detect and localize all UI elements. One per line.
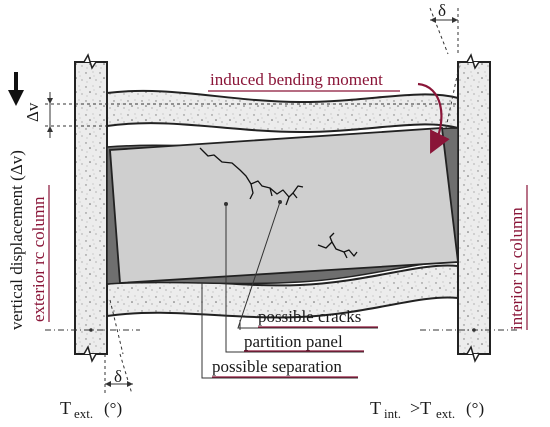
crack-upper bbox=[199, 147, 298, 199]
t-int-label: T int. >T ext. (°) bbox=[370, 398, 484, 421]
exterior-column bbox=[74, 53, 108, 363]
partition-panel-label: partition panel bbox=[244, 332, 343, 351]
partition-panel bbox=[109, 127, 460, 284]
possible-separation-label: possible separation bbox=[212, 357, 342, 376]
delta-top-dimension bbox=[429, 7, 461, 129]
delta-bottom-dimension bbox=[104, 299, 133, 395]
induced-bending-moment-label: induced bending moment bbox=[210, 70, 383, 89]
svg-text:T: T bbox=[370, 398, 381, 418]
interior-column-label: interior rc column bbox=[507, 207, 526, 330]
svg-text:ext.: ext. bbox=[436, 406, 455, 421]
interior-column bbox=[457, 53, 491, 363]
delta-top-label: δ bbox=[438, 1, 446, 20]
svg-text:int.: int. bbox=[384, 406, 401, 421]
possible-cracks-label: possible cracks bbox=[258, 307, 361, 326]
bending-moment-arrow bbox=[417, 82, 450, 154]
bottom-beam bbox=[106, 264, 459, 319]
svg-text:(°): (°) bbox=[104, 399, 122, 418]
exterior-column-label: exterior rc column bbox=[29, 196, 48, 322]
vertical-displacement-label: vertical displacement (Δv) bbox=[7, 150, 26, 330]
svg-text:ext.: ext. bbox=[74, 406, 93, 421]
svg-text:T: T bbox=[60, 398, 71, 418]
delta-v-dimension bbox=[45, 92, 458, 138]
delta-bottom-label: δ bbox=[114, 367, 122, 386]
displacement-arrow-icon bbox=[8, 72, 24, 106]
t-ext-label: T ext. (°) bbox=[60, 398, 122, 421]
top-beam bbox=[106, 89, 459, 134]
svg-text:>T: >T bbox=[410, 398, 431, 418]
leader-lines bbox=[201, 200, 378, 379]
delta-v-label: Δv bbox=[23, 102, 42, 122]
svg-text:(°): (°) bbox=[466, 399, 484, 418]
crack-lower bbox=[317, 241, 358, 257]
